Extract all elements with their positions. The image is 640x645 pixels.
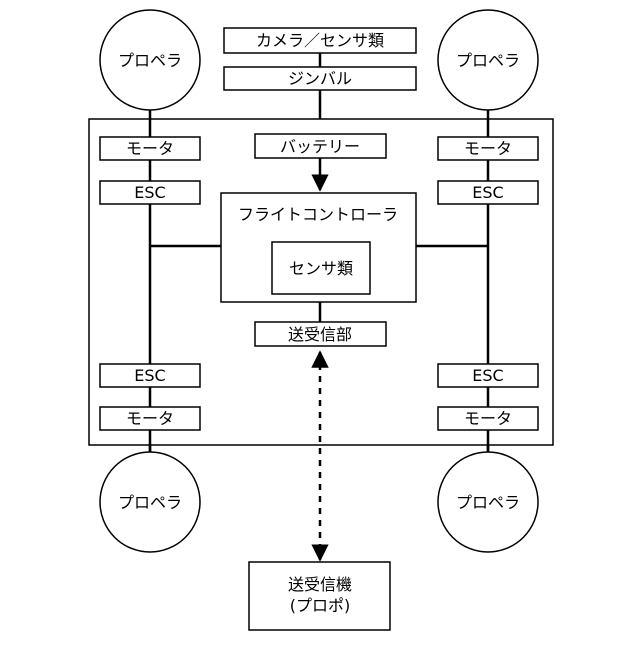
remote-controller-box: 送受信機 (プロポ) [249,562,390,630]
esc-label: ESC [472,183,503,202]
propeller-top-right: プロペラ [438,10,538,110]
motor-top-right: モータ [438,137,538,160]
propeller-label: プロペラ [456,493,520,512]
remote-label-line2: (プロポ) [290,596,351,615]
transceiver-label: 送受信部 [288,325,352,344]
motor-label: モータ [464,409,512,428]
propeller-label: プロペラ [118,51,182,70]
propeller-label: プロペラ [456,51,520,70]
propeller-top-left: プロペラ [100,10,200,110]
propeller-label: プロペラ [118,493,182,512]
motor-bottom-left: モータ [100,407,200,430]
remote-label-line1: 送受信機 [288,575,352,594]
esc-bottom-right: ESC [438,364,538,387]
esc-label: ESC [472,366,503,385]
motor-top-left: モータ [100,137,200,160]
propeller-bottom-left: プロペラ [100,452,200,552]
propeller-bottom-right: プロペラ [438,452,538,552]
transceiver-box: 送受信部 [255,322,386,346]
esc-label: ESC [134,366,165,385]
gimbal-box: ジンバル [224,67,416,90]
motor-bottom-right: モータ [438,407,538,430]
battery-box: バッテリー [255,134,386,158]
fc-sensors-label: センサ類 [289,259,353,278]
esc-top-right: ESC [438,181,538,204]
flight-controller-label: フライトコントローラ [238,205,398,224]
esc-top-left: ESC [100,181,200,204]
esc-bottom-left: ESC [100,364,200,387]
motor-label: モータ [126,409,174,428]
motor-label: モータ [464,139,512,158]
motor-label: モータ [126,139,174,158]
battery-label: バッテリー [280,137,360,156]
gimbal-label: ジンバル [288,69,352,88]
camera-sensor-box: カメラ／センサ類 [224,28,416,53]
esc-label: ESC [134,183,165,202]
flight-controller-box: フライトコントローラ センサ類 [221,193,416,302]
camera-sensor-label: カメラ／センサ類 [256,31,384,50]
